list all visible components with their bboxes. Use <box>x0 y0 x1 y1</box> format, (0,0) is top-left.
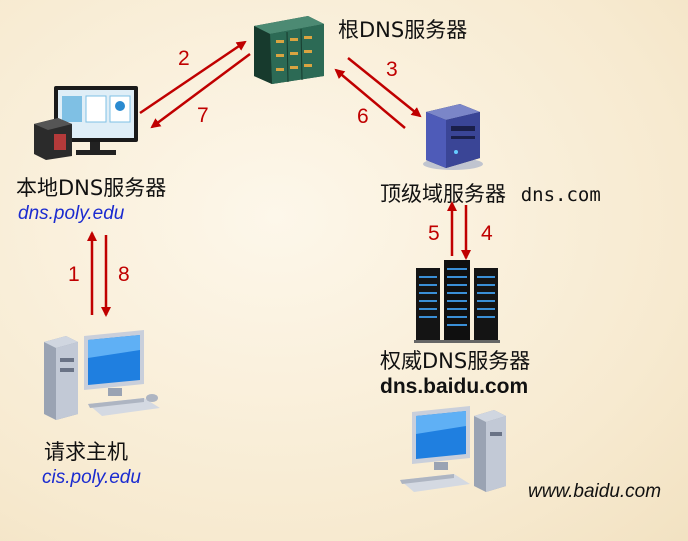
arrow-step-6 <box>334 68 406 129</box>
tld-server-label: 顶级域服务器 dns.com <box>380 178 601 208</box>
root-server-label: 根DNS服务器 <box>338 18 468 42</box>
step-7-label: 7 <box>197 104 209 127</box>
tld-server-icon <box>423 104 483 170</box>
tld-server-name: 顶级域服务器 <box>380 182 506 206</box>
arrow-step-2 <box>139 40 247 115</box>
step-3-label: 3 <box>386 58 398 81</box>
step-6-label: 6 <box>357 105 369 128</box>
arrow-step-7 <box>150 52 251 129</box>
website-computer-icon <box>400 406 506 492</box>
root-server-icon <box>254 16 324 84</box>
local-dns-server-icon <box>34 86 138 160</box>
client-domain: cis.poly.edu <box>42 467 141 488</box>
local-dns-label: 本地DNS服务器 <box>16 176 167 200</box>
client-computer-icon <box>44 330 160 420</box>
tld-server-domain: dns.com <box>520 184 601 206</box>
step-5-label: 5 <box>428 222 440 245</box>
auth-server-label: 权威DNS服务器 <box>380 349 531 373</box>
auth-server-domain: dns.baidu.com <box>380 375 529 398</box>
step-4-label: 4 <box>481 222 493 245</box>
auth-server-rack-icon <box>414 260 500 343</box>
step-1-label: 1 <box>68 263 80 286</box>
client-label: 请求主机 <box>44 440 128 464</box>
step-8-label: 8 <box>118 263 130 286</box>
step-2-label: 2 <box>178 47 190 70</box>
website-domain: www.baidu.com <box>528 481 662 502</box>
local-dns-domain: dns.poly.edu <box>18 203 125 224</box>
arrow-step-3 <box>347 57 422 118</box>
